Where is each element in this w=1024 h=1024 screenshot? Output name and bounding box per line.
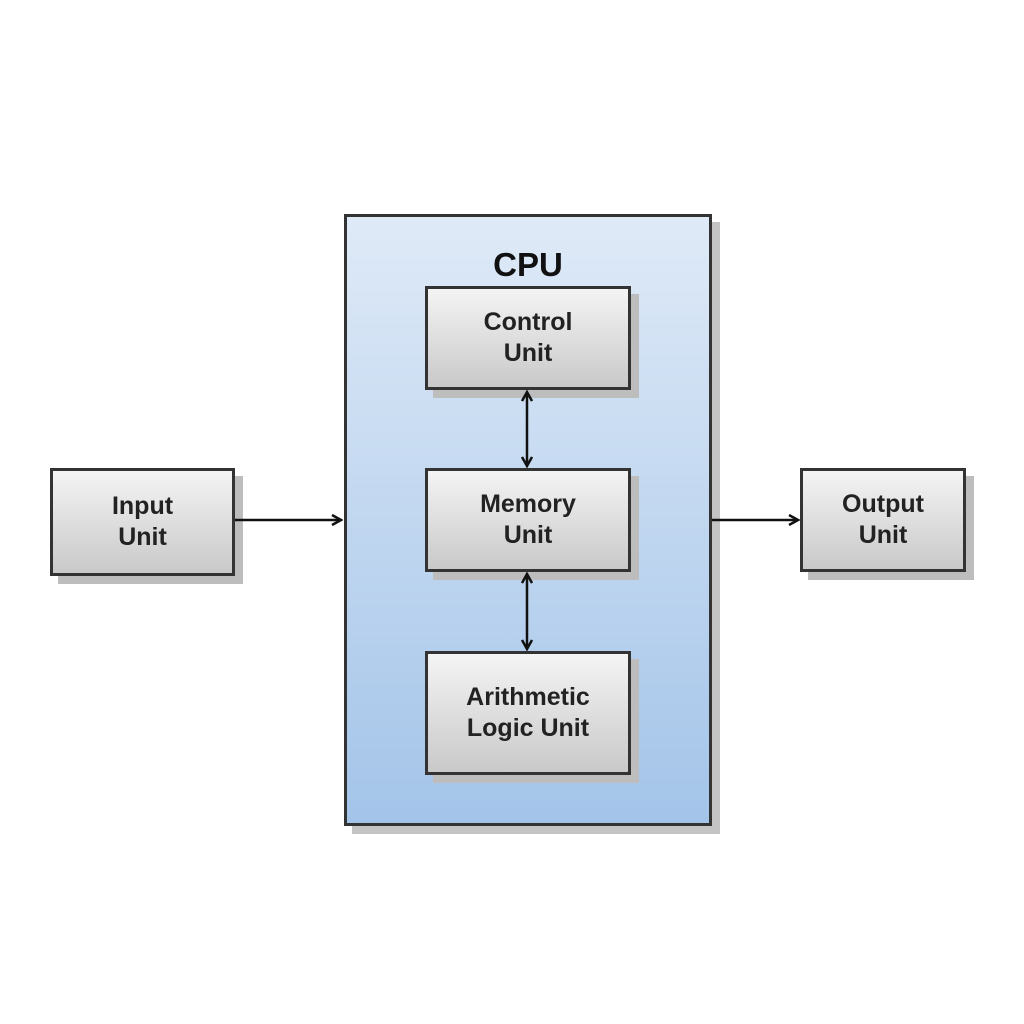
output-unit-box: Output Unit (800, 468, 966, 572)
cpu-title: CPU (493, 246, 563, 283)
input-unit-box: Input Unit (50, 468, 235, 576)
memory-unit-box: Memory Unit (425, 468, 631, 572)
control-unit-box: Control Unit (425, 286, 631, 390)
alu-box: Arithmetic Logic Unit (425, 651, 631, 775)
